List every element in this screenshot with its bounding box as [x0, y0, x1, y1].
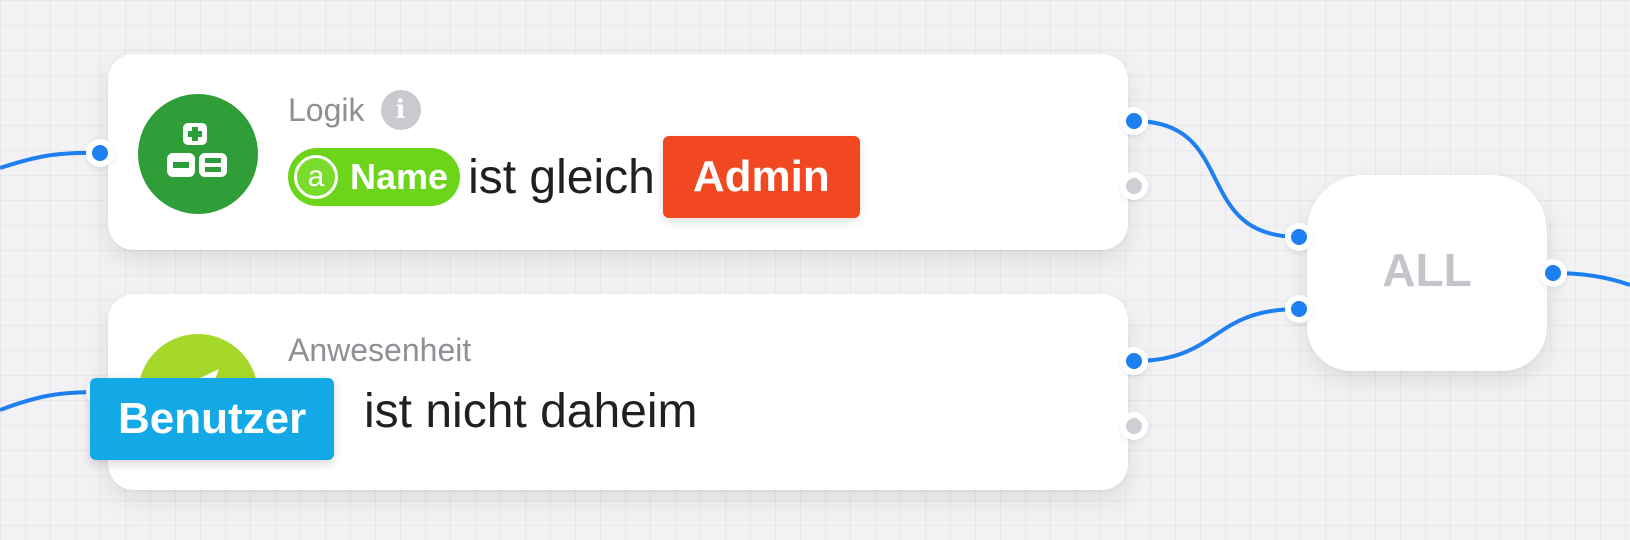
logic-output-false-port[interactable] — [1120, 172, 1148, 200]
presence-output-false-port[interactable] — [1120, 412, 1148, 440]
presence-condition: ist nicht daheim — [364, 385, 698, 438]
operator-text: ist gleich — [468, 150, 655, 204]
logic-expression: a Name ist gleich Admin — [288, 132, 860, 222]
variable-pill[interactable]: a Name — [288, 148, 461, 206]
info-icon[interactable]: i — [380, 90, 421, 130]
logic-node[interactable]: Logik i a Name ist gleich Admin — [108, 54, 1128, 250]
node-title: Anwesenheit — [288, 332, 471, 369]
all-input-port-1[interactable] — [1285, 223, 1313, 251]
node-title: Logik i — [288, 90, 421, 130]
node-title-text: Anwesenheit — [288, 332, 472, 368]
logic-output-true-port[interactable] — [1120, 107, 1148, 135]
variable-name: Name — [350, 156, 449, 197]
all-input-port-2[interactable] — [1285, 295, 1313, 323]
all-output-port[interactable] — [1539, 259, 1567, 287]
user-chip[interactable]: Benutzer — [90, 378, 335, 460]
presence-output-true-port[interactable] — [1120, 347, 1148, 375]
value-chip[interactable]: Admin — [662, 136, 860, 218]
wire-in-logic — [0, 150, 101, 170]
logic-input-port[interactable] — [86, 139, 114, 167]
wire-presence-to-all — [1133, 307, 1300, 363]
all-gate-label: ALL — [1382, 244, 1472, 296]
wire-in-presence — [0, 390, 101, 412]
wire-logic-to-all — [1133, 119, 1300, 239]
calculator-icon — [138, 94, 258, 214]
all-gate-node[interactable]: ALL — [1307, 175, 1547, 371]
variable-type-badge: a — [294, 155, 338, 199]
node-title-text: Logik — [288, 91, 365, 128]
